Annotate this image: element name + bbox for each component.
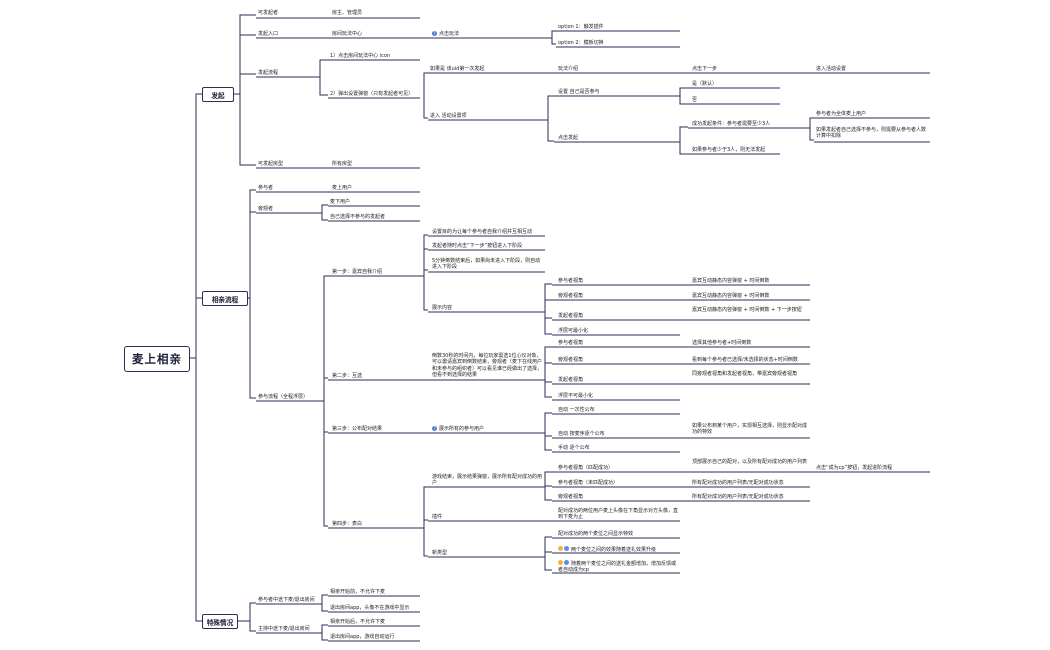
node-success-cond[interactable]: 成功发起条件：参与者需要至少3人 bbox=[692, 121, 771, 127]
node-chajian[interactable]: 插件 bbox=[432, 514, 443, 520]
node-suoyou-peidui2[interactable]: 所有配对成功的用户列表/无配对成功状态 bbox=[692, 494, 784, 500]
node-pangguanzhe-v4[interactable]: 旁观者视角 bbox=[558, 494, 584, 500]
node-kefaqizhe[interactable]: 可发起者 bbox=[258, 10, 279, 16]
node-maixia-yonghu[interactable]: 麦下用户 bbox=[330, 199, 351, 205]
node-zhanshi-suoyou-text: 展示所有的参与用户 bbox=[439, 426, 485, 432]
node-option1[interactable]: option 1：触发插件 bbox=[558, 24, 604, 30]
node-maishang-yonghu[interactable]: 麦上用户 bbox=[332, 185, 353, 191]
node-tong-pangguan[interactable]: 同旁观者视角和发起者视角，带嘉宾旁观者视角 bbox=[692, 371, 798, 377]
node-peidui-maiwei[interactable]: 配对成功的两个麦位之间显示特效 bbox=[558, 531, 634, 537]
node-tuichu-fangjian2[interactable]: 退出房间app，游戏自动运行 bbox=[330, 634, 395, 640]
node-fuceng-kezuixiao[interactable]: 浮层可最小化 bbox=[558, 328, 589, 334]
node-wufenzhong[interactable]: 5分钟倒数结束后，如果尚未进入下阶段，则自动进入下阶段 bbox=[432, 258, 541, 271]
node-canyuzhe[interactable]: 参与者 bbox=[258, 185, 274, 191]
section-liucheng[interactable]: 相亲流程 bbox=[202, 291, 248, 306]
node-disibu[interactable]: 第四步：表白 bbox=[332, 521, 363, 527]
node-faqizhe-shijiao-2[interactable]: 发起者视角 bbox=[558, 377, 584, 383]
emoji-icon bbox=[564, 560, 569, 565]
node-suoyou-peidui1[interactable]: 所有配对成功的用户列表/无配对成功状态 bbox=[692, 480, 784, 486]
node-dierbu[interactable]: 第二步：互选 bbox=[332, 373, 363, 379]
node-faqiliucheng[interactable]: 发起流程 bbox=[258, 70, 279, 76]
node-wanfajieshao[interactable]: 玩法介绍 bbox=[558, 66, 579, 72]
node-suizhe-liangge-text: 随着两个麦位之间的送礼金额增加，增加反馈或者自动成为cp bbox=[558, 561, 677, 574]
node-liangge-maiwei-text: 两个麦位之间的效果随着送礼效果升级 bbox=[571, 547, 657, 553]
node-pangguanzhe[interactable]: 旁观者 bbox=[258, 206, 274, 212]
node-jiabin-hudong3[interactable]: 嘉宾互动静态内容弹窗 + 时间倒数 + 下一步按钮 bbox=[692, 307, 802, 313]
node-xiangqin-kaishi2[interactable]: 相亲开始后，不允许下麦 bbox=[330, 619, 386, 625]
node-canyuzhe-peidui[interactable]: 参与者视角（匹配成功） bbox=[558, 465, 614, 471]
node-faqizhe-shijiao[interactable]: 发起者视角 bbox=[558, 313, 584, 319]
emoji-icon bbox=[558, 546, 563, 551]
node-jiabin-hudong1[interactable]: 嘉宾互动静态内容弹窗 + 时间倒数 bbox=[692, 278, 770, 284]
node-xiangqin-kaishi1[interactable]: 相亲开始前，不允许下麦 bbox=[330, 589, 386, 595]
emoji-icon bbox=[558, 560, 563, 565]
node-zidong-yici[interactable]: 自动 一次性公布 bbox=[558, 407, 595, 413]
node-xuanze-canyuzhe[interactable]: 选择其他参与者+时间倒数 bbox=[692, 340, 752, 346]
node-kefaqi-fangxing[interactable]: 可发起房型 bbox=[258, 161, 284, 167]
node-zhuchizhe-zhongtu[interactable]: 主持中途下麦/退出房间 bbox=[258, 626, 310, 632]
node-canyuzhe-weipeidui[interactable]: 参与者视角（未匹配成功） bbox=[558, 480, 619, 486]
section-faqi[interactable]: 发起 bbox=[202, 87, 234, 102]
node-jinru-set[interactable]: 进入 活动设置项 bbox=[430, 113, 467, 119]
node-wanfazhongxin[interactable]: 房间玩法中心 bbox=[332, 31, 363, 37]
node-canyuzhe-shijiao[interactable]: 参与者视角 bbox=[558, 278, 584, 284]
node-step1[interactable]: 1）点击房间玩法中心 icon bbox=[330, 53, 391, 59]
node-dianjixiayibu[interactable]: 点击下一步 bbox=[692, 66, 718, 72]
node-liangge-maiwei[interactable]: 两个麦位之间的效果随着送礼效果升级 bbox=[558, 546, 678, 553]
node-ziji-xuanze[interactable]: 自己选择不参与的发起者 bbox=[330, 214, 386, 220]
node-dianjiwanfa[interactable]: ?点击玩法 bbox=[432, 31, 548, 37]
node-ruguo-gongbu[interactable]: 如果公布到某个用户，实现相互选择，则显示配对成功的特效 bbox=[692, 423, 808, 436]
info-icon: ? bbox=[432, 31, 437, 36]
node-ruguo-faqizhe[interactable]: 如果发起者自己选择不参与，则需要从参与者人数计算中扣除 bbox=[816, 127, 927, 140]
node-diyibu[interactable]: 第一步：嘉宾自我介绍 bbox=[332, 269, 383, 275]
root-topic[interactable]: 麦上相亲 bbox=[124, 346, 190, 372]
node-suizhe-liangge[interactable]: 随着两个麦位之间的送礼金额增加，增加反馈或者自动成为cp bbox=[558, 560, 680, 574]
node-pangguanzhe-shijiao[interactable]: 旁观者视角 bbox=[558, 293, 584, 299]
node-dianji-cp[interactable]: 点击“成为cp”按钮，发起进阶流程 bbox=[816, 465, 893, 471]
node-option2[interactable]: option 2：模板切换 bbox=[558, 40, 604, 46]
node-shezhi-ziji[interactable]: 设置 自己是否参与 bbox=[558, 89, 600, 95]
node-youxi-jieshu[interactable]: 游戏结束，展示结果弹窗，展示所有配对成功的用户 bbox=[432, 474, 543, 487]
node-shi[interactable]: 是（默认） bbox=[692, 81, 718, 87]
node-fou[interactable]: 否 bbox=[692, 97, 698, 103]
node-step2[interactable]: 2）弹出设置弹窗（只有发起者可见） bbox=[330, 91, 414, 97]
node-pangguanzhe-shijiao-2[interactable]: 旁观者视角 bbox=[558, 357, 584, 363]
node-ruguo-first[interactable]: 如果是 该uid第一次发起 bbox=[430, 66, 485, 72]
node-fuceng-bukezuixiao[interactable]: 浮层不可最小化 bbox=[558, 393, 594, 399]
node-jinruhuodongshezhi[interactable]: 进入活动设置 bbox=[816, 66, 847, 72]
node-disanbu[interactable]: 第三步：公布配对结果 bbox=[332, 426, 383, 432]
node-xinleixing[interactable]: 新类型 bbox=[432, 550, 448, 556]
node-canyuzhe-zhongtu[interactable]: 参与者中途下麦/退出房间 bbox=[258, 597, 315, 603]
node-peidui-chenggong[interactable]: 配对成功的两位用户麦上头像在下角显示对方头像，直到下麦为止 bbox=[558, 508, 679, 521]
node-xianshi-neirong[interactable]: 展示内容 bbox=[432, 305, 453, 311]
node-faqirukou[interactable]: 发起入口 bbox=[258, 31, 279, 37]
node-kandao-meige[interactable]: 看到每个参与者已选择/未选择的状态+时间倒数 bbox=[692, 357, 798, 363]
node-canyuzhe-shijiao-2[interactable]: 参与者视角 bbox=[558, 340, 584, 346]
node-fangzhu[interactable]: 房主、管理员 bbox=[332, 10, 363, 16]
node-jiabin-hudong2[interactable]: 嘉宾互动静态内容弹窗 + 时间倒数 bbox=[692, 293, 770, 299]
node-shoudong[interactable]: 手动 逐个公布 bbox=[558, 445, 590, 451]
node-zidong-anshunxu[interactable]: 自动 按麦序逐个公布 bbox=[558, 431, 605, 437]
node-canyu-liucheng[interactable]: 参与流程（全程浮层） bbox=[258, 394, 309, 400]
node-less3[interactable]: 如果参与者少于3人，则无法发起 bbox=[692, 147, 766, 153]
node-dianjifaqi[interactable]: 点击发起 bbox=[558, 135, 579, 141]
node-dianjiwanfa-text: 点击玩法 bbox=[439, 31, 460, 37]
node-dingbu-zhanshi[interactable]: 顶部展示自己的配对，以及所有配对成功的用户列表 bbox=[692, 459, 808, 465]
section-teshu[interactable]: 特殊情况 bbox=[202, 614, 238, 629]
node-faqizhe-suishi[interactable]: 发起者随时点击“下一步”按钮进入下阶段 bbox=[432, 243, 523, 249]
node-daoshu30[interactable]: 倒数30秒的时间内，每位玩家需选1位心仪对象，可以邀请嘉宾到倒数结束，旁观者（麦… bbox=[432, 353, 543, 378]
node-tuichu-fangjian1[interactable]: 退出房间app，头像不在游戏中显示 bbox=[330, 605, 410, 611]
node-shezhi-mudi[interactable]: 设置目的为让每个参与者自我介绍并互相互动 bbox=[432, 229, 533, 235]
emoji-icon bbox=[564, 546, 569, 551]
node-suoyou-fangxing[interactable]: 所有房型 bbox=[332, 161, 353, 167]
node-canyuzhe-all[interactable]: 参与者为全体麦上用户 bbox=[816, 111, 867, 117]
info-icon: ? bbox=[432, 426, 437, 431]
node-zhanshi-suoyou[interactable]: ?展示所有的参与用户 bbox=[432, 426, 544, 432]
